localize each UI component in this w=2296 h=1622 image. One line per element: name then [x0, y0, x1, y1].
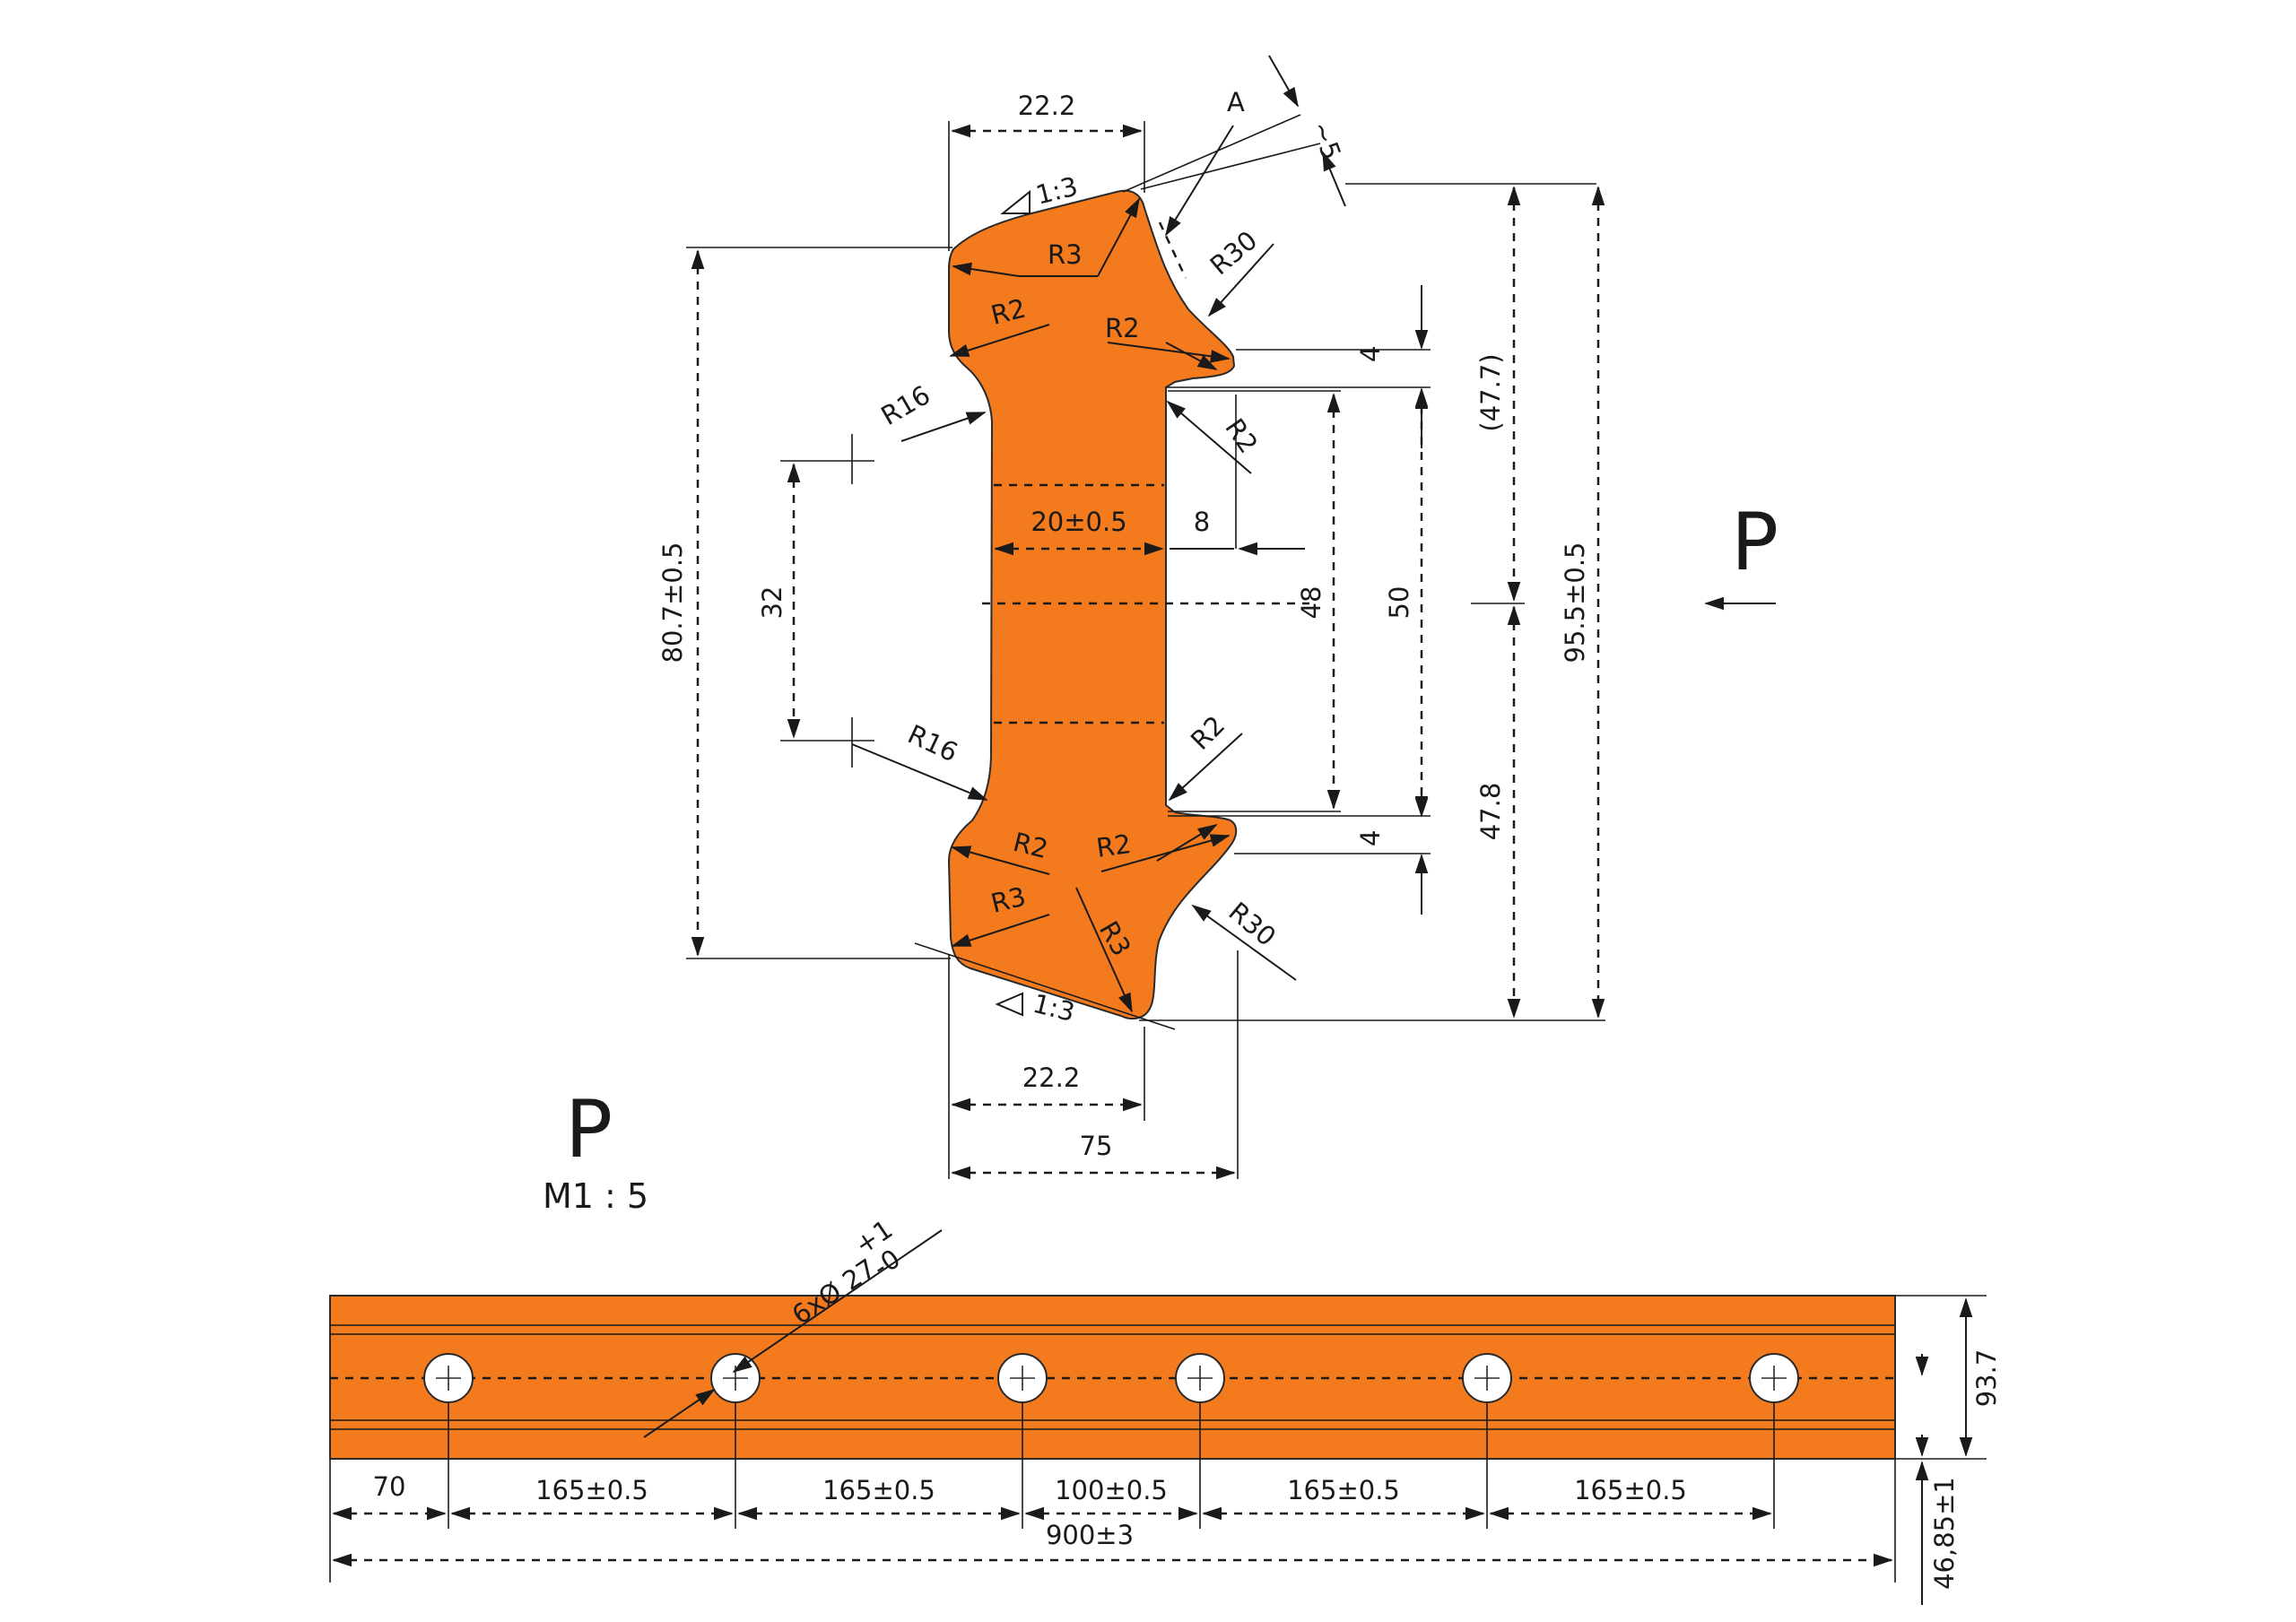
hole-center-mark: [436, 1366, 461, 1391]
view-direction-marker: P: [1704, 496, 1779, 611]
dim-base-width: 75: [1080, 1131, 1113, 1161]
dim-bottom-width: 22.2: [1022, 1063, 1081, 1093]
bolt-holes: [423, 1353, 1799, 1403]
dim-web-thickness: 20±0.5: [1031, 507, 1126, 537]
plate-side-view: [329, 1295, 1896, 1460]
view-p-scale: M1 : 5: [543, 1176, 648, 1216]
dim-height-upper: (47.7): [1475, 353, 1506, 431]
radius-r2-right-top: R2: [1105, 313, 1140, 343]
spacing-dimension-label: 165±0.5: [535, 1475, 648, 1505]
radius-r2-right-bottom: R2: [1094, 828, 1133, 863]
hole-spacing-dimensions: 70 165±0.5 165±0.5 100±0.5 165±0.5 165±0.5: [332, 1403, 1775, 1529]
dim-plate-height: 93.7: [1971, 1349, 2002, 1408]
spacing-dimension-label: 70: [373, 1471, 406, 1502]
overall-length-dimension: 900±3: [329, 1459, 1896, 1583]
point-a-label: A: [1227, 87, 1245, 117]
radius-r16-bottom: R16: [903, 719, 962, 768]
hole-center-mark: [1010, 1366, 1035, 1391]
hole-center-mark: [1187, 1366, 1213, 1391]
spacing-dimension-label: 165±0.5: [822, 1475, 935, 1505]
radius-r16-top: R16: [876, 379, 935, 431]
dim-web-offset: 8: [1194, 507, 1210, 537]
plate-height-dimensions: 93.7 46,85±1: [1895, 1295, 2002, 1605]
hole-center-mark: [1761, 1366, 1787, 1391]
dim-lip-top: 4: [1355, 346, 1386, 362]
dim-hole-height: 46,85±1: [1929, 1477, 1960, 1590]
view-p-label: P: [565, 1083, 613, 1175]
radius-r3-top: R3: [1048, 239, 1083, 270]
spacing-dimension-label: 165±0.5: [1574, 1475, 1687, 1505]
hole-center-mark: [1474, 1366, 1500, 1391]
radius-r30-top: R30: [1205, 225, 1264, 282]
dim-height-total: 95.5±0.5: [1560, 542, 1590, 664]
spacing-dimension-label: 100±0.5: [1055, 1475, 1168, 1505]
dim-height-inner: 80.7±0.5: [657, 542, 688, 664]
rail-cross-section: [947, 189, 1309, 1020]
dim-fishing-50: 50: [1384, 586, 1414, 620]
spacing-dimension-label: 165±0.5: [1287, 1475, 1400, 1505]
dim-height-lower: 47.8: [1475, 783, 1506, 841]
dim-chamfer: ~5: [1305, 117, 1347, 164]
dim-top-width: 22.2: [1018, 91, 1076, 121]
view-p-title: P M1 : 5: [543, 1083, 648, 1216]
radius-r30-bottom: R30: [1223, 896, 1283, 952]
view-marker-label: P: [1731, 496, 1779, 588]
dim-web-32: 32: [757, 586, 787, 620]
dim-fishing-48: 48: [1296, 586, 1326, 620]
dim-overall-length: 900±3: [1046, 1520, 1134, 1550]
dim-lip-bottom: 4: [1355, 830, 1386, 846]
radius-r2-web-bottom: R2: [1185, 710, 1231, 756]
fishplate-profile: [947, 189, 1238, 1020]
